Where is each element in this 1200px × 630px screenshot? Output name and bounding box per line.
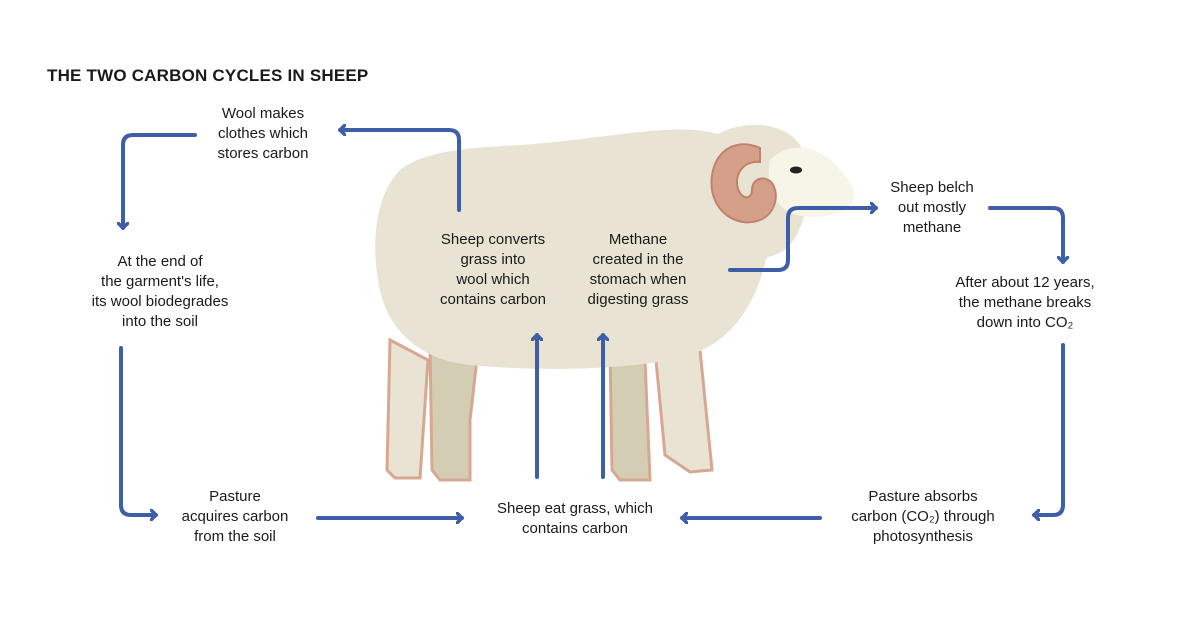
sheep-face xyxy=(768,147,855,217)
node-sheep-belch: Sheep belch out mostly methane xyxy=(890,179,974,236)
diagram-title: THE TWO CARBON CYCLES IN SHEEP xyxy=(47,66,369,85)
sheep-body xyxy=(375,129,773,369)
node-methane-stomach: Methane created in the stomach when dige… xyxy=(587,231,689,308)
arrow-belch-to-breaks xyxy=(988,206,1063,264)
sheep-back-leg-shadow xyxy=(428,343,480,482)
sheep-eye xyxy=(790,166,802,174)
arrow-methane-to-belch xyxy=(728,208,878,272)
sheep-front-leg-shadow xyxy=(608,348,652,482)
node-sheep-eat: Sheep eat grass, which contains carbon xyxy=(497,500,653,537)
node-pasture-absorbs: Pasture absorbs carbon (CO₂) through pho… xyxy=(851,488,995,545)
arrow-garment-to-pasture xyxy=(119,346,158,515)
sheep-front-leg xyxy=(653,348,714,474)
arrows xyxy=(121,130,1063,518)
sheep-illustration xyxy=(375,124,855,482)
node-methane-breaks: After about 12 years, the methane breaks… xyxy=(955,274,1095,331)
sheep-back-leg xyxy=(385,337,430,480)
node-garment-end: At the end of the garment's life, its wo… xyxy=(91,253,229,330)
node-wool-clothes: Wool makes clothes which stores carbon xyxy=(217,105,309,162)
arrow-converts-to-wool xyxy=(338,130,461,212)
arrow-wool-to-garment xyxy=(123,133,197,230)
node-sheep-converts: Sheep converts grass into wool which con… xyxy=(440,231,546,308)
sheep-horn xyxy=(710,143,777,224)
arrow-breaks-to-absorbs xyxy=(1032,343,1065,515)
node-pasture-soil: Pasture acquires carbon from the soil xyxy=(181,488,289,545)
